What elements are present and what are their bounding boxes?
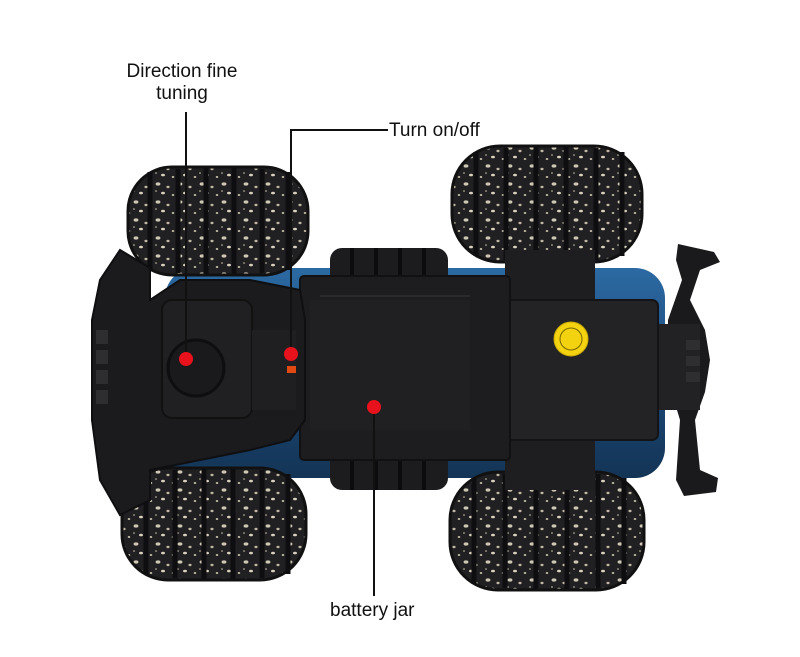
rear-right-tire [448,470,646,592]
chassis-plate [299,275,511,461]
turn-leader-line [290,129,388,347]
rear-axle [497,250,659,490]
warning-sticker [553,321,589,357]
leader-lines [185,112,388,596]
direction-fine-tuning-label: Direction fine tuning [126,61,238,104]
front-right-tire [120,466,308,582]
front-bumper [91,248,306,517]
rear-left-tire [450,144,644,264]
front-left-tire [126,165,310,277]
battery-jar-marker [367,400,381,414]
turn-on-off-label: Turn on/off [389,120,480,141]
power-switch-marker [284,347,298,373]
rear-spoiler [656,244,720,496]
direction-tuning-marker [179,352,193,366]
battery-jar-label: battery jar [330,600,415,621]
